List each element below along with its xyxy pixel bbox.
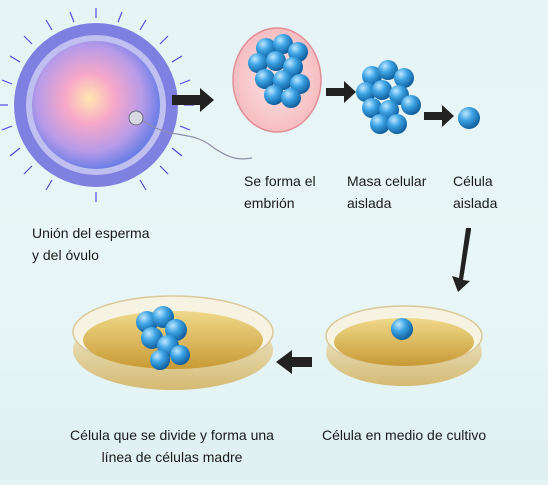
- isolated-cell: [458, 107, 480, 129]
- label-line: Célula en medio de cultivo: [322, 427, 487, 443]
- sperm-head: [128, 110, 144, 126]
- label-line: Célula que se divide y forma una: [70, 427, 274, 443]
- label-isolated-cell-mass: Masa celular aislada: [347, 170, 426, 214]
- cell-mass-illustration: [356, 60, 421, 134]
- label-line: Masa celular: [347, 173, 427, 189]
- cultured-cell: [391, 318, 413, 340]
- embryo-illustration: [232, 27, 322, 133]
- culture-dish-single-cell: [325, 305, 483, 386]
- label-isolated-cell: Célula aislada: [453, 170, 497, 214]
- label-line: aislada: [453, 195, 498, 211]
- label-line: Unión del esperma: [32, 225, 150, 241]
- label-line: y del óvulo: [32, 247, 99, 263]
- arrow-icon: [424, 105, 454, 127]
- label-sperm-egg-union: Unión del esperma y del óvulo: [32, 222, 150, 266]
- arrow-icon: [172, 88, 214, 112]
- label-stem-cell-line: Célula que se divide y forma una línea d…: [52, 424, 292, 468]
- egg-cell-illustration: [0, 8, 253, 202]
- arrow-down-icon: [452, 228, 471, 292]
- arrow-left-icon: [276, 350, 312, 374]
- label-line: línea de células madre: [101, 449, 243, 465]
- label-cell-in-culture: Célula en medio de cultivo: [322, 424, 486, 446]
- embryo-inner-cell-mass: [248, 34, 310, 108]
- sperm-tail: [141, 119, 253, 160]
- label-line: aislada: [347, 195, 392, 211]
- label-line: Se forma el: [244, 173, 316, 189]
- label-embryo-forms: Se forma el embrión: [244, 170, 316, 214]
- arrow-icon: [326, 81, 356, 103]
- label-line: Célula: [453, 173, 493, 189]
- label-line: embrión: [244, 195, 295, 211]
- culture-dish-cell-colony: [72, 295, 274, 390]
